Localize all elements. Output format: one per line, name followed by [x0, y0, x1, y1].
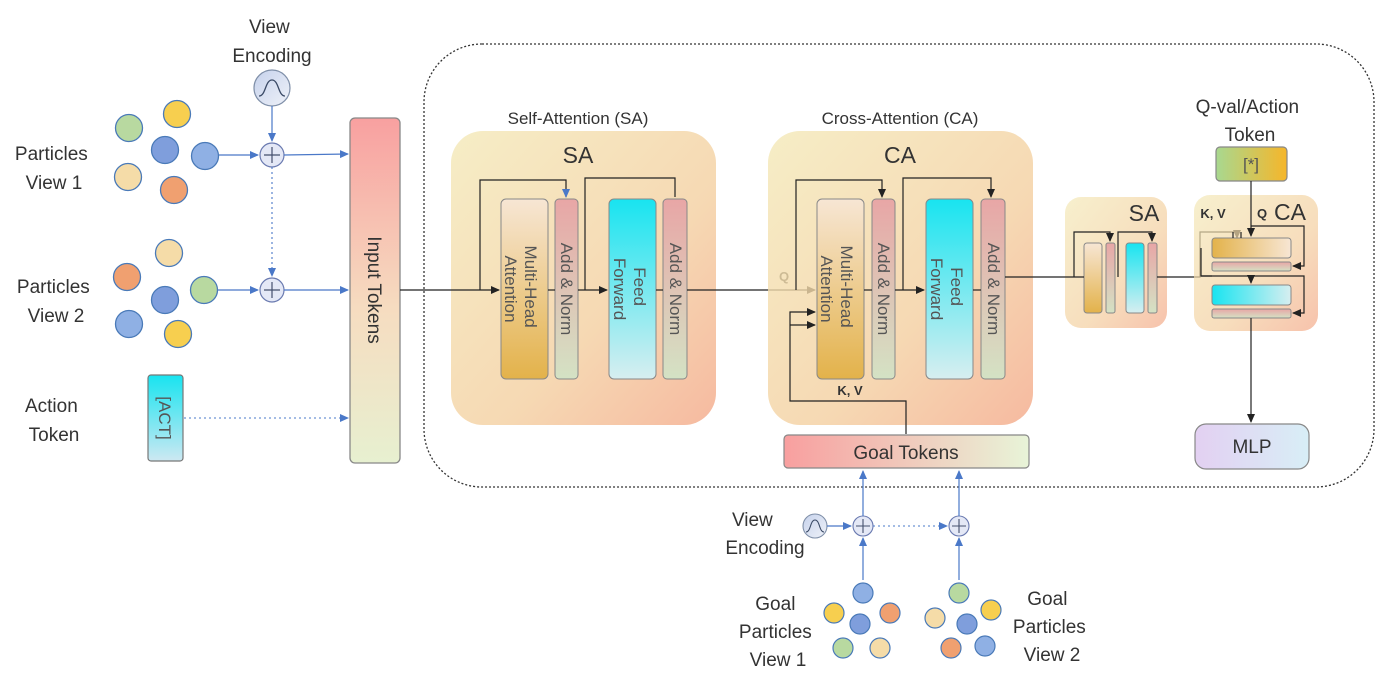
particle-cluster-view2	[114, 240, 218, 348]
cross-attention-title: Cross-Attention (CA)	[822, 109, 979, 128]
add-node-view1	[260, 143, 284, 167]
svg-text:Multi-Head Attention: Multi-Head Attention	[817, 246, 856, 333]
view-encoding-icon-top	[254, 70, 290, 106]
view-encoding-icon-bottom	[803, 514, 827, 538]
svg-text:SA: SA	[1129, 200, 1160, 226]
goal-particles-view2-label: Goal Particles View 2	[1013, 589, 1091, 666]
goal-particles-view1-label: Goal Particles View 1	[739, 594, 817, 671]
svg-text:SA: SA	[563, 142, 594, 168]
action-token-label: Action Token	[25, 396, 83, 446]
svg-text:[ACT]: [ACT]	[155, 396, 174, 439]
particle-cluster-view1	[115, 101, 219, 204]
self-attention-title: Self-Attention (SA)	[508, 109, 649, 128]
svg-text:Input Tokens: Input Tokens	[363, 236, 384, 343]
view-encoding-label-top: View Encoding	[232, 17, 311, 67]
kv-label: K, V	[837, 383, 863, 398]
svg-text:Add & Norm: Add & Norm	[666, 243, 685, 336]
qval-action-token-label: Q-val/Action Token	[1196, 97, 1305, 146]
view-encoding-label-bottom: View Encoding	[725, 510, 804, 559]
svg-text:CA: CA	[1274, 199, 1307, 225]
svg-text:Add & Norm: Add & Norm	[557, 243, 576, 336]
svg-text:Add & Norm: Add & Norm	[874, 243, 893, 336]
add-node-view2	[260, 278, 284, 302]
small-ca-block: CA	[1194, 181, 1318, 331]
svg-text:Add & Norm: Add & Norm	[984, 243, 1003, 336]
goal-particle-cluster-view2	[925, 583, 1001, 658]
goal-add-node-view2	[949, 516, 969, 536]
particles-view2-label: Particles View 2	[17, 277, 95, 327]
svg-text:Multi-Head Attention: Multi-Head Attention	[501, 246, 540, 333]
particles-view1-label: Particles View 1	[15, 144, 93, 194]
star-token: [*]	[1216, 147, 1287, 181]
input-tokens-block: Input Tokens	[350, 118, 400, 463]
goal-particle-cluster-view1	[824, 583, 900, 658]
svg-text:[*]: [*]	[1243, 155, 1259, 174]
svg-text:MLP: MLP	[1232, 437, 1271, 458]
act-token: [ACT]	[148, 375, 183, 461]
goal-add-node-view1	[853, 516, 873, 536]
svg-text:Goal Tokens: Goal Tokens	[853, 443, 958, 464]
small-ca-q-label: Q	[1257, 206, 1267, 221]
svg-text:CA: CA	[884, 142, 917, 168]
self-attention-block: SA Multi-Head Attention Add & Norm Feed …	[451, 131, 716, 425]
mlp-block: MLP	[1195, 424, 1309, 469]
cross-attention-block: CA Multi-Head Attention Add & Norm Feed …	[768, 131, 1033, 434]
goal-tokens-block: Goal Tokens	[784, 435, 1029, 468]
small-ca-kv-label: K, V	[1200, 206, 1226, 221]
